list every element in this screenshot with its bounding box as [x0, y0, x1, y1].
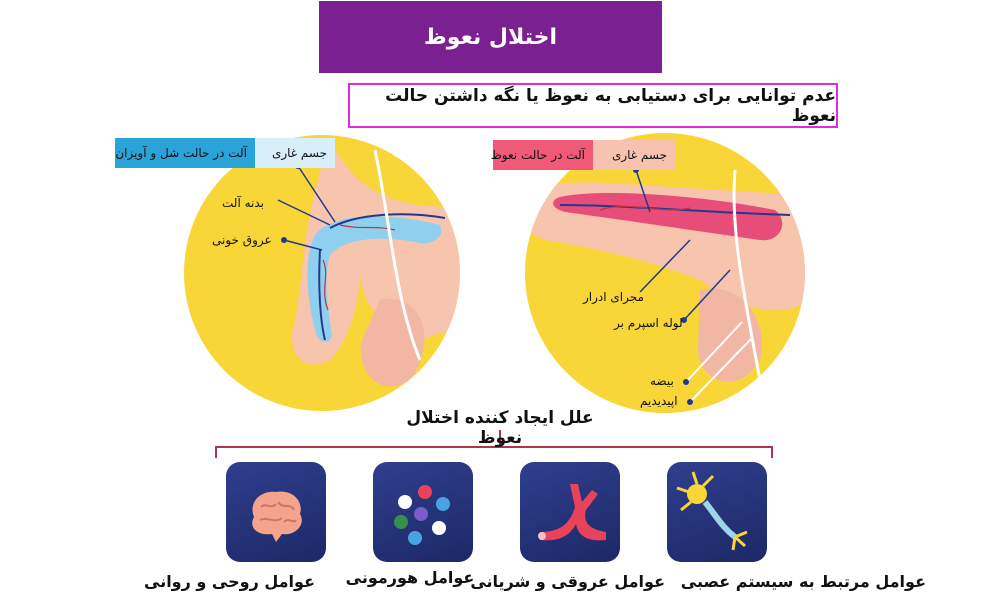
page-title: اختلال نعوظ — [319, 1, 662, 73]
testis-label: بیضه — [650, 374, 674, 388]
erect-penis-diagram — [525, 133, 805, 413]
shaft-label: بدنه آلت — [222, 196, 264, 210]
vessels-label: عروق خونی — [212, 233, 272, 247]
blood-vessel-icon — [520, 462, 620, 562]
corpus-cavernosum-tag-right: جسم غاری — [593, 140, 675, 170]
hormone-molecules-icon — [373, 462, 473, 562]
flaccid-penis-diagram — [184, 135, 460, 411]
anatomy-illustrations — [184, 133, 805, 458]
corpus-cavernosum-tag-left: جسم غاری — [255, 138, 335, 168]
erect-state-tag: آلت در حالت نعوظ — [491, 140, 593, 170]
cause-label-neurological: عوامل مرتبط به سیستم عصبی — [680, 572, 926, 591]
brain-icon — [226, 462, 326, 562]
vas-deferens-label: لوله اسپرم بر — [614, 316, 683, 330]
cause-label-psychological: عوامل روحی و روانی — [144, 572, 315, 591]
flaccid-state-tag: آلت در حالت شل و آویزان — [115, 138, 255, 168]
cause-label-vascular: عوامل عروقی و شریانی — [470, 572, 665, 591]
definition-box: عدم توانایی برای دستیابی به نعوظ یا نگه … — [348, 83, 838, 128]
causes-bracket — [215, 430, 773, 458]
cause-label-hormonal: عوامل هورمونی — [345, 568, 475, 587]
causes-title: علل ایجاد کننده اختلال نعوظ — [406, 408, 594, 448]
urethra-label: مجرای ادرار — [583, 290, 644, 304]
epididymis-label: اپیدیدیم — [640, 394, 678, 408]
neuron-icon — [667, 462, 767, 562]
